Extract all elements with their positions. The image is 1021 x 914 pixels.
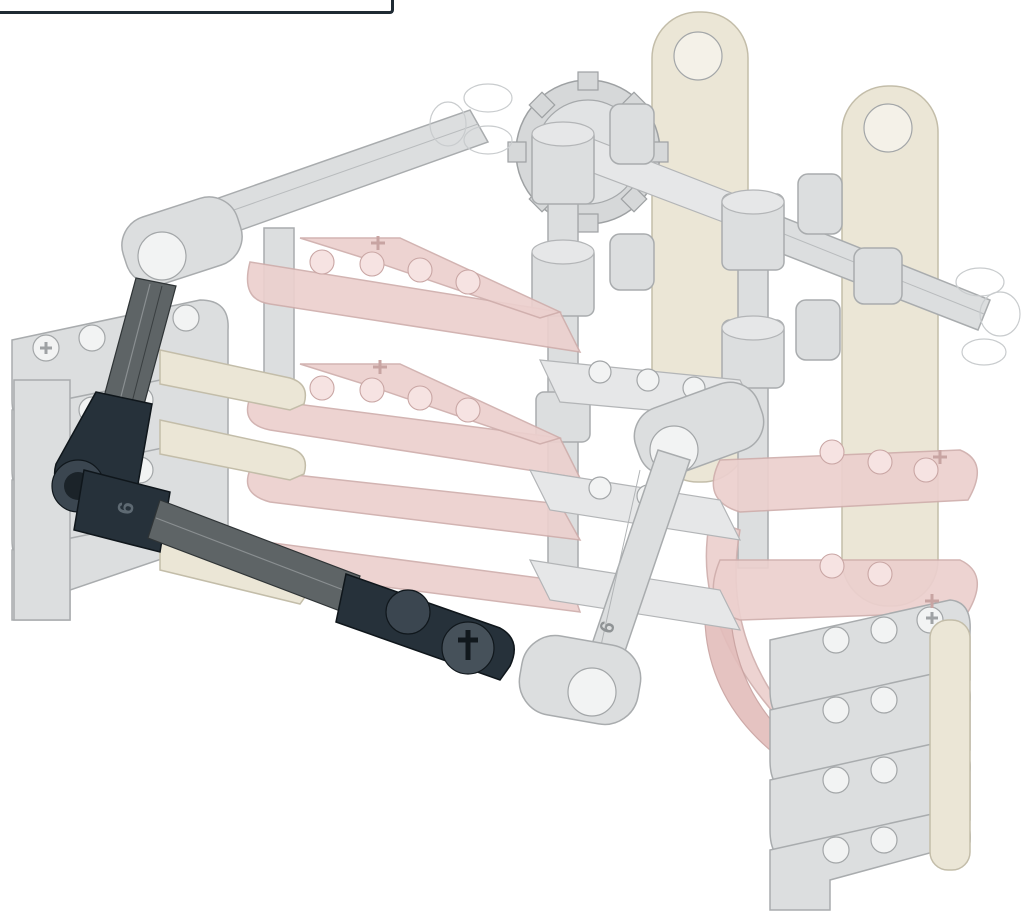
light-connector-top-left [121, 196, 243, 286]
light-connector-front-right [589, 381, 765, 661]
dark-connector-number-label: 6 [112, 500, 139, 516]
transparent-connector-right [955, 267, 1021, 366]
beam-icon [40, 342, 938, 624]
light-connector-bottom: 6 [518, 618, 642, 726]
tan-beam-back-right [841, 85, 939, 607]
pink-curved-beam-stack-left [246, 237, 582, 613]
axle-connector-icon [371, 236, 947, 608]
side-bushes [609, 103, 903, 361]
transparent-connector-top [429, 83, 513, 155]
tan-beam-right [929, 619, 971, 871]
callout-frame [0, 0, 394, 14]
vertical-axle-left [263, 227, 295, 389]
gray-beam-stack-right [769, 599, 971, 911]
dark-connector-elbow: 6 [51, 391, 171, 553]
dark-connector-end [335, 573, 515, 681]
